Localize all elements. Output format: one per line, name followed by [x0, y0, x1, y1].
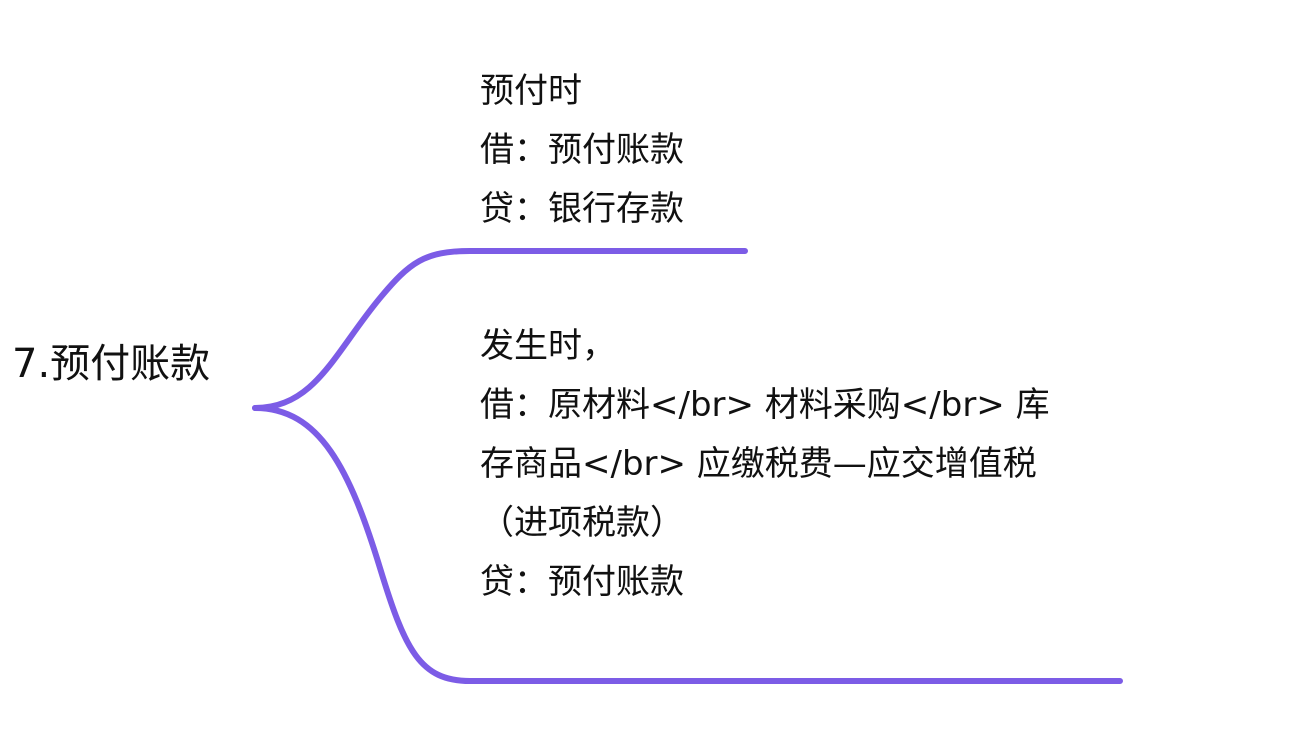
branch-line: 借：原材料</br> 材料采购</br> 库: [480, 385, 1050, 425]
branch-line: （进项税款）: [480, 503, 684, 543]
branch-line: 存商品</br> 应缴税费—应交增值税: [480, 444, 1037, 484]
branch-line: 发生时，: [480, 326, 616, 366]
branch-line: 预付时: [480, 71, 582, 111]
branch-line: 贷：银行存款: [480, 189, 684, 229]
branch-node-occurrence: 发生时， 借：原材料</br> 材料采购</br> 库 存商品</br> 应缴税…: [480, 317, 1105, 612]
branch-node-prepayment: 预付时 借：预付账款 贷：银行存款: [480, 62, 800, 239]
connector-to-branch-1: [252, 248, 748, 411]
root-node-label: 7.预付账款: [12, 341, 211, 387]
branch-line: 贷：预付账款: [480, 562, 684, 602]
connector-to-branch-2: [252, 405, 1123, 684]
branch-line: 借：预付账款: [480, 130, 684, 170]
